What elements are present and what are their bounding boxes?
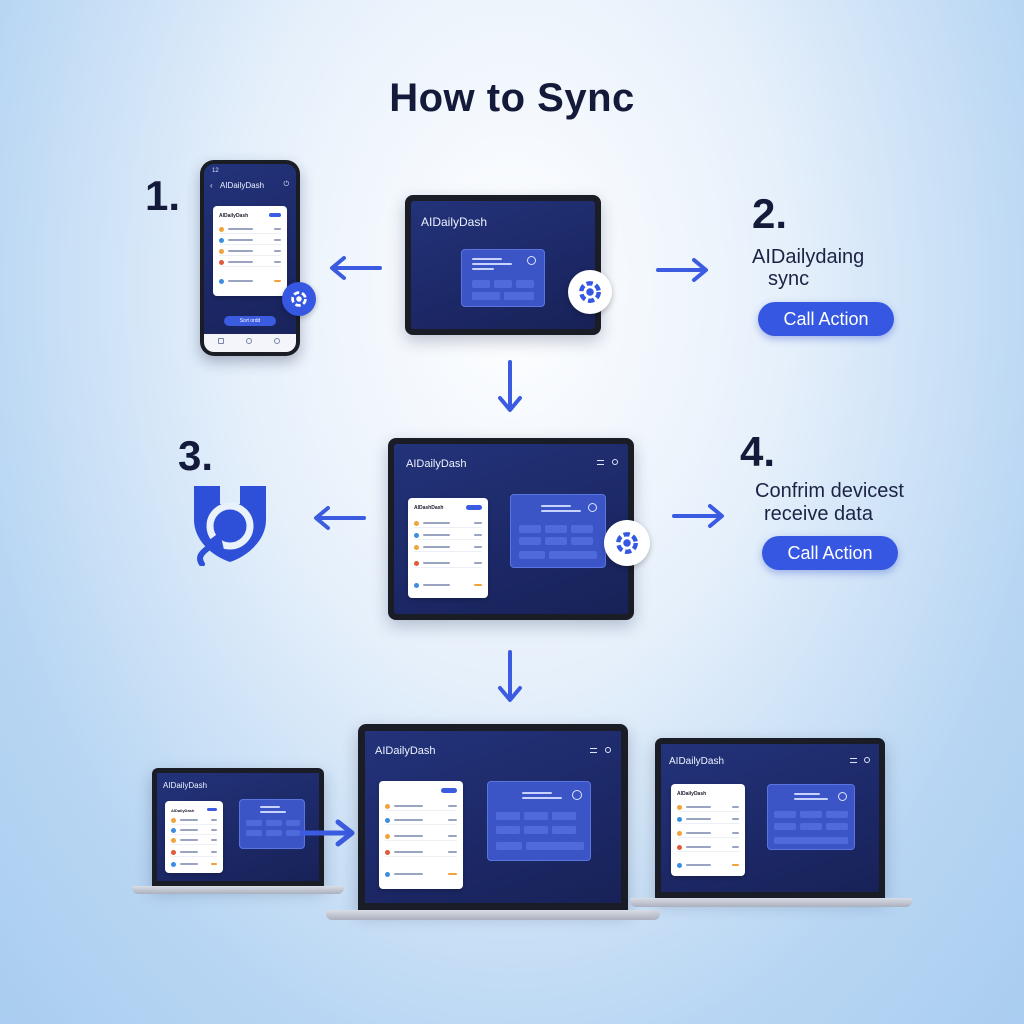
list-item[interactable]: [677, 804, 739, 812]
list-item[interactable]: [171, 849, 217, 857]
phone-action-button[interactable]: Sort ordd: [224, 316, 276, 326]
phone-panel-pill[interactable]: [269, 213, 281, 217]
settings-icon[interactable]: [605, 747, 611, 753]
step-4-call-action-button[interactable]: Call Action: [762, 536, 898, 570]
laptop-right-screen: AIDailyDash AIDailyDash: [655, 738, 885, 898]
step-4-desc-line2: receive data: [764, 503, 873, 525]
step-3-number: 3.: [178, 432, 214, 479]
tablet-top-card: [461, 249, 545, 307]
list-item[interactable]: [385, 871, 457, 879]
laptop-center-screen: AIDailyDash: [358, 724, 628, 910]
sync-gear-icon: [604, 520, 650, 566]
list-item[interactable]: [677, 816, 739, 824]
phone-tabbar: [204, 334, 296, 352]
tablet-middle-panel-title: AIDashDash: [414, 505, 444, 511]
list-item[interactable]: [219, 237, 281, 245]
power-icon[interactable]: ⏻: [283, 181, 289, 188]
step-1-number: 1.: [145, 172, 181, 219]
refresh-icon[interactable]: [588, 503, 597, 512]
phone-panel-title: AIDailyDash: [219, 213, 249, 219]
list-item[interactable]: [171, 817, 217, 825]
tablet-middle: AIDailyDash AIDashDash: [388, 438, 634, 620]
menu-icon[interactable]: [850, 758, 857, 763]
list-item[interactable]: [219, 259, 281, 267]
arrow-left-icon: [330, 256, 382, 280]
list-item[interactable]: [385, 833, 457, 841]
arrow-right-icon: [656, 258, 708, 282]
step-4-desc-line1: Confrim devicest: [755, 480, 904, 502]
phone-device: 12 ‹ AIDailyDash ⏻ AIDailyDash Sort ordd: [200, 160, 300, 356]
phone-status-time: 12: [212, 168, 219, 174]
refresh-shield-icon: [194, 486, 266, 566]
list-item[interactable]: [385, 849, 457, 857]
list-item[interactable]: [414, 532, 482, 540]
list-item[interactable]: [171, 837, 217, 845]
list-item[interactable]: [219, 248, 281, 256]
list-item[interactable]: [385, 817, 457, 825]
laptop-left-screen: AIDailyDash AIDailyDash: [152, 768, 324, 886]
page-title: How to Sync: [389, 76, 635, 120]
sync-gear-icon: [568, 270, 612, 314]
search-icon[interactable]: [246, 338, 252, 344]
laptop-left-pill[interactable]: [207, 808, 217, 811]
step-2-call-action-button[interactable]: Call Action: [758, 302, 894, 336]
laptop-center-base: [326, 910, 660, 920]
list-item[interactable]: [677, 830, 739, 838]
refresh-icon[interactable]: [572, 790, 582, 800]
laptop-right-card: [767, 784, 855, 850]
tablet-middle-panel-pill[interactable]: [466, 505, 482, 510]
tablet-middle-panel: AIDashDash: [408, 498, 488, 598]
laptop-left-card: [239, 799, 305, 849]
home-icon[interactable]: [218, 338, 224, 344]
step-2-number: 2.: [752, 190, 788, 237]
list-item[interactable]: [414, 582, 482, 590]
settings-icon[interactable]: [864, 757, 870, 763]
back-icon[interactable]: ‹: [210, 181, 213, 190]
laptop-left-base: [132, 886, 344, 894]
phone-header-title: AIDailyDash: [220, 181, 265, 190]
laptop-center-brand: AIDailyDash: [375, 745, 436, 757]
arrow-down-icon: [498, 650, 522, 702]
list-item[interactable]: [171, 861, 217, 869]
tablet-middle-card: [510, 494, 606, 568]
step-2-desc-line2: sync: [768, 268, 810, 290]
refresh-icon[interactable]: [527, 256, 536, 265]
list-item[interactable]: [171, 827, 217, 835]
step-2-desc-line1: AIDailydaing: [752, 246, 865, 268]
tablet-top: AIDailyDash: [405, 195, 601, 335]
list-item[interactable]: [385, 803, 457, 811]
list-item[interactable]: [219, 226, 281, 234]
refresh-icon[interactable]: [838, 792, 847, 801]
sync-gear-icon: [282, 282, 316, 316]
list-item[interactable]: [677, 862, 739, 870]
laptop-center-panel: [379, 781, 463, 889]
laptop-left-brand: AIDailyDash: [163, 781, 208, 790]
phone-panel: AIDailyDash: [213, 206, 287, 296]
tablet-middle-brand: AIDailyDash: [406, 458, 467, 470]
arrow-right-icon: [300, 819, 355, 847]
list-item[interactable]: [414, 520, 482, 528]
settings-icon[interactable]: [612, 459, 618, 465]
laptop-left-panel-title: AIDailyDash: [171, 808, 195, 813]
laptop-right-panel-title: AIDailyDash: [677, 791, 707, 797]
laptop-right-base: [630, 898, 912, 907]
list-item[interactable]: [677, 844, 739, 852]
laptop-left-panel: AIDailyDash: [165, 801, 223, 873]
step-4-number: 4.: [740, 428, 776, 475]
list-item[interactable]: [414, 560, 482, 568]
menu-icon[interactable]: [597, 460, 604, 465]
arrow-left-icon: [314, 506, 366, 530]
laptop-center-pill[interactable]: [441, 788, 457, 793]
menu-icon[interactable]: [590, 748, 597, 753]
list-item[interactable]: [414, 544, 482, 552]
tablet-top-brand: AIDailyDash: [421, 215, 488, 229]
list-item[interactable]: [219, 278, 281, 286]
laptop-right-panel: AIDailyDash: [671, 784, 745, 876]
profile-icon[interactable]: [274, 338, 280, 344]
arrow-down-icon: [498, 360, 522, 412]
arrow-right-icon: [672, 504, 724, 528]
laptop-center-card: [487, 781, 591, 861]
laptop-right-brand: AIDailyDash: [669, 756, 725, 767]
